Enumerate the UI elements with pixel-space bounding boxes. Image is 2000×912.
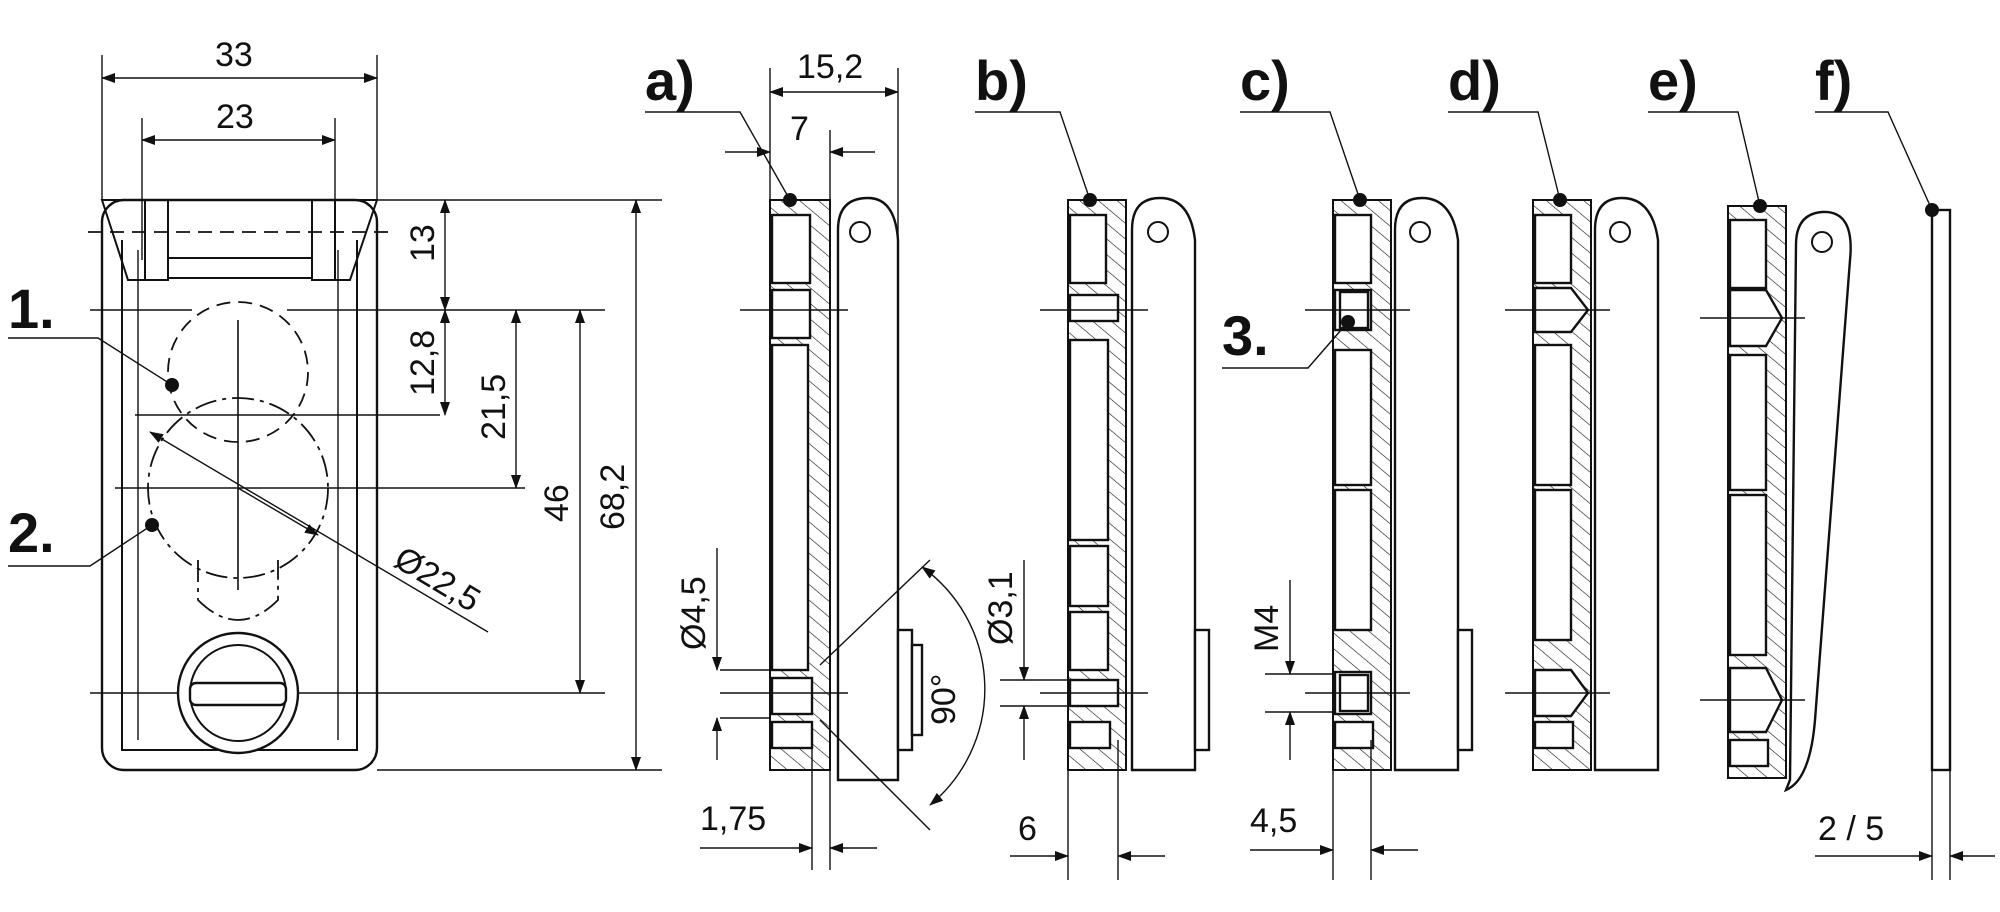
dim-46: 46: [538, 484, 576, 522]
b-lid: [1130, 196, 1197, 772]
dim-68-2: 68,2: [594, 464, 632, 530]
dim-12-8: 12,8: [404, 330, 442, 396]
cylinder-outline-1: [167, 301, 309, 443]
dim-13: 13: [404, 224, 442, 262]
side-view-a: [720, 196, 931, 831]
view-f-dims: 2 / 5: [1815, 760, 1995, 880]
dim-23: 23: [216, 98, 254, 136]
callout-3-label: 3.: [1222, 304, 1269, 367]
callout-1-label: 1.: [8, 277, 55, 340]
f-plate: [1930, 208, 1952, 772]
side-view-b: [1040, 196, 1211, 772]
view-c-label: c): [1240, 49, 1367, 207]
view-f-label: f): [1815, 49, 1939, 217]
dim-a-90: 90°: [925, 674, 963, 725]
view-c-dims: M4 4,5: [1248, 580, 1418, 880]
label-e: e): [1648, 49, 1698, 112]
dim-b-6: 6: [1018, 810, 1037, 848]
label-d: d): [1448, 49, 1501, 112]
c-lid: [1393, 196, 1460, 772]
dia-leader: [149, 431, 489, 633]
callout-3: 3.: [1222, 304, 1355, 369]
dim-dia-22-5: Ø22,5: [388, 539, 487, 619]
view-a-label: a): [645, 49, 797, 207]
cylinder-outline-2: [147, 397, 329, 579]
label-f: f): [1815, 49, 1852, 112]
callout-2-label: 2.: [8, 501, 55, 564]
dim-a-7: 7: [790, 110, 809, 148]
side-view-f: [1930, 208, 1952, 772]
view-d-label: d): [1448, 49, 1567, 207]
dim-c-4-5: 4,5: [1250, 802, 1297, 840]
dim-a-1-75: 1,75: [700, 800, 766, 838]
a-lid: [836, 196, 900, 782]
side-view-e: [1700, 205, 1852, 793]
dim-a-dia-4-5: Ø4,5: [675, 576, 713, 650]
hinge-right: [311, 199, 379, 281]
front-view: [88, 198, 525, 772]
callout-2: 2.: [8, 501, 159, 567]
e-lid: [1783, 210, 1852, 793]
dim-21-5: 21,5: [475, 374, 513, 440]
dim-a-15-2: 15,2: [797, 48, 863, 86]
side-view-d: [1505, 196, 1660, 772]
view-a-dims: 15,2 7 Ø4,5 90° 1,75: [675, 48, 986, 870]
view-b-dims: Ø3,1 6: [982, 560, 1165, 880]
dim-c-m4: M4: [1248, 605, 1286, 652]
dim-b-dia-3-1: Ø3,1: [982, 571, 1020, 645]
view-e-label: e): [1648, 49, 1767, 213]
label-b: b): [975, 49, 1028, 112]
cam-outline: [197, 560, 279, 621]
side-view-c: [1305, 196, 1474, 772]
dim-f-2-5: 2 / 5: [1818, 810, 1884, 848]
label-a: a): [645, 49, 695, 112]
callout-1: 1.: [8, 277, 179, 392]
view-b-label: b): [975, 49, 1097, 207]
dim-33: 33: [215, 36, 253, 74]
label-c: c): [1240, 49, 1290, 112]
d-lid: [1593, 196, 1660, 772]
screw-slot: [188, 681, 288, 707]
